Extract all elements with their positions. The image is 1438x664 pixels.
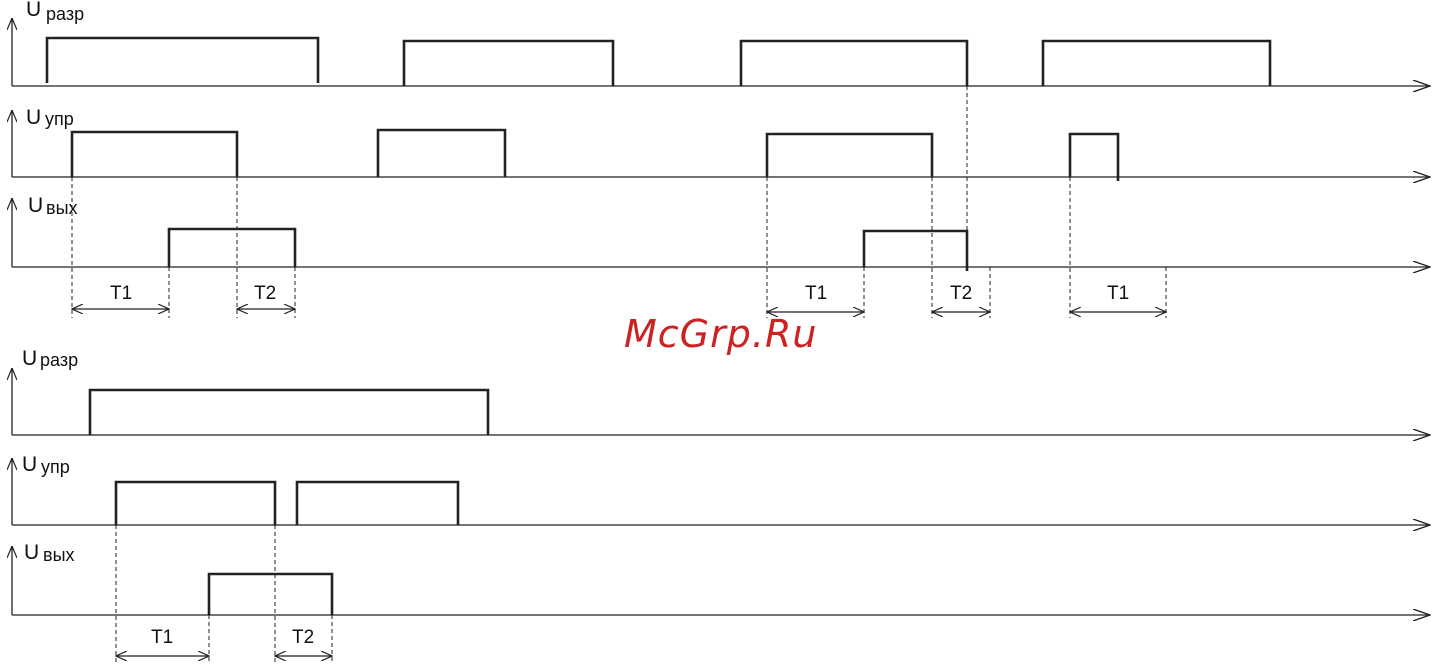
top-group: U разр U упр U вых [12, 0, 1430, 318]
pulse [209, 574, 332, 615]
pulse [116, 482, 275, 525]
interval-label-t1: T1 [1107, 283, 1129, 304]
bottom-group: U разр U упр U вых [12, 347, 1430, 662]
signal-label-main: U [28, 194, 43, 217]
pulse [378, 130, 505, 177]
interval-markers-bottom: T1 T2 [116, 627, 332, 656]
interval-label-t2: T2 [254, 283, 276, 304]
signal-label-main: U [22, 453, 37, 476]
signal-u-upr-top: U упр [12, 106, 1430, 181]
signal-label-main: U [26, 0, 41, 21]
interval-markers-top: T1 T2 T1 T2 T1 [72, 283, 1166, 312]
pulse [1043, 41, 1270, 86]
interval-label-t2: T2 [950, 283, 972, 304]
pulse [72, 132, 237, 177]
signal-label-main: U [22, 347, 37, 370]
signal-label-sub: упр [45, 109, 74, 129]
signal-u-vyh-top: U вых [12, 194, 1430, 271]
guide-lines-top [72, 86, 1166, 318]
signal-label-sub: разр [46, 4, 84, 24]
pulse [864, 231, 967, 271]
signal-label-main: U [24, 541, 39, 564]
pulse [297, 482, 458, 525]
signal-label-sub: упр [41, 457, 70, 477]
interval-label-t1: T1 [110, 283, 132, 304]
signal-u-razr-bottom: U разр [12, 347, 1430, 435]
pulse [47, 38, 318, 83]
pulse [404, 41, 613, 86]
signal-label-sub: вых [43, 545, 75, 565]
signal-u-razr-top: U разр [12, 0, 1430, 86]
watermark-text: McGrp.Ru [624, 312, 817, 356]
interval-label-t1: T1 [151, 627, 173, 648]
pulse [169, 229, 295, 267]
signal-label-sub: разр [40, 350, 78, 370]
signal-label-sub: вых [46, 198, 78, 218]
interval-label-t1: T1 [805, 283, 827, 304]
pulse [767, 134, 932, 177]
signal-u-vyh-bottom: U вых [12, 541, 1430, 615]
pulse [741, 41, 967, 86]
signal-label-main: U [26, 106, 41, 129]
pulse [90, 390, 488, 435]
pulse [1070, 134, 1118, 181]
signal-u-upr-bottom: U упр [12, 453, 1430, 525]
interval-label-t2: T2 [292, 627, 314, 648]
